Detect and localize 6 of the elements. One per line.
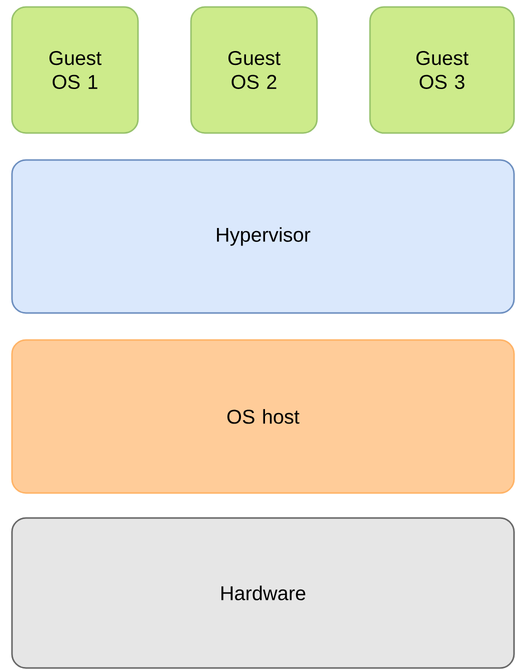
layer-box: Hardware: [11, 517, 515, 669]
layer-box: Guest OS 1: [11, 6, 139, 134]
layer-box: Guest OS 3: [369, 6, 515, 134]
layer-box: OS host: [11, 339, 515, 494]
layer-box: Guest OS 2: [190, 6, 318, 134]
layer-box: Hypervisor: [11, 159, 515, 314]
